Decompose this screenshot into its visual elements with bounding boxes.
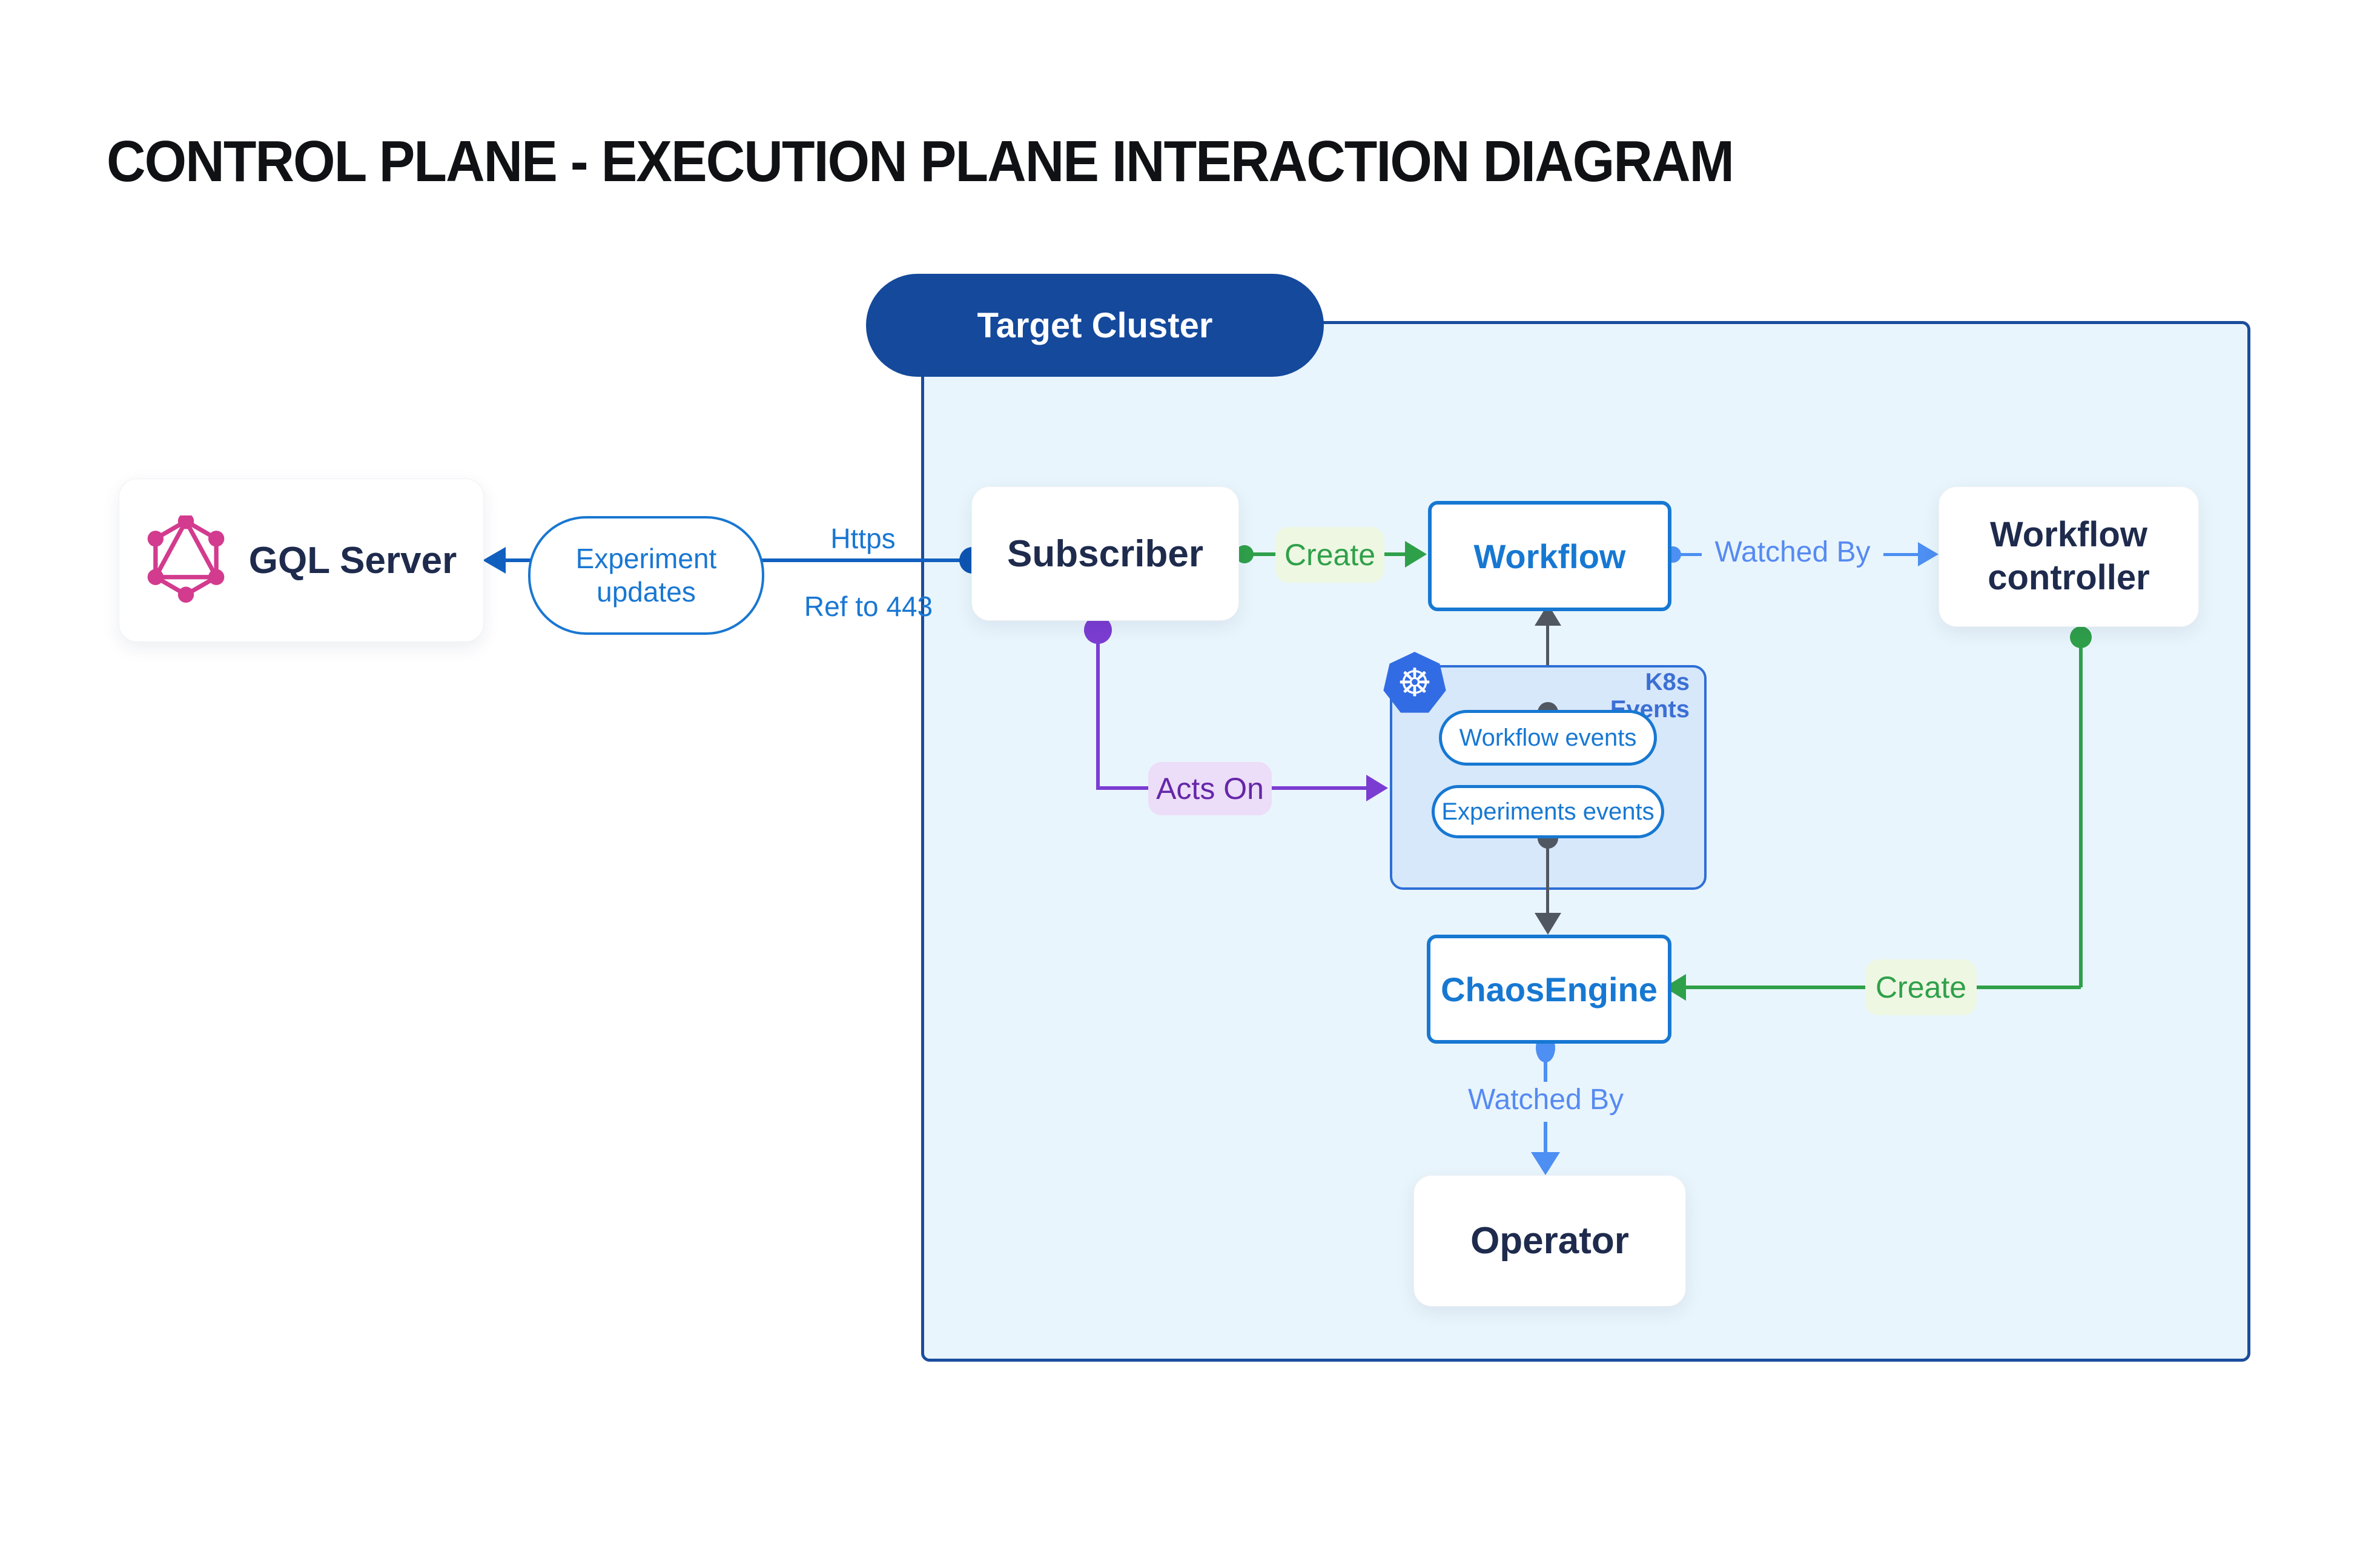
edge-label-create-chaosengine: Create: [1865, 959, 1977, 1015]
dot-controller-edge: [2070, 626, 2092, 648]
target-cluster-pill: Target Cluster: [866, 274, 1324, 377]
edge-k8s-chaos-line: [1546, 838, 1549, 915]
edge-label-ref-443: Ref to 443: [804, 591, 933, 622]
node-workflow-controller: Workflow controller: [1939, 486, 2199, 627]
edge-label-watched-by-workflow: Watched By: [1702, 535, 1883, 569]
node-gql-server: GQL Server: [119, 479, 484, 642]
kubernetes-icon: ☸: [1383, 652, 1446, 713]
arrowhead-to-gql: [483, 547, 506, 574]
subscriber-label: Subscriber: [1007, 532, 1203, 575]
node-subscriber: Subscriber: [971, 486, 1239, 621]
edge-create-chaos-vline: [2079, 630, 2083, 987]
acts-on-text: Acts On: [1156, 772, 1264, 806]
kubernetes-wheel-glyph: ☸: [1397, 661, 1432, 706]
edge-label-experiment-updates: Experiment updates: [528, 516, 764, 635]
create-workflow-text: Create: [1284, 538, 1376, 572]
node-operator: Operator: [1413, 1175, 1686, 1307]
workflow-controller-label: Workflow controller: [1988, 515, 2150, 597]
node-chaos-engine: ChaosEngine: [1427, 935, 1671, 1044]
page-title: CONTROL PLANE - EXECUTION PLANE INTERACT…: [107, 129, 1734, 194]
edge-watched-by-bottom-line1: [1544, 1054, 1547, 1082]
edge-label-acts-on: Acts On: [1148, 762, 1272, 815]
chaos-engine-label: ChaosEngine: [1441, 970, 1658, 1009]
pill-workflow-events: Workflow events: [1439, 710, 1657, 766]
arrowhead-to-controller: [1918, 542, 1939, 566]
graphql-icon: [146, 513, 226, 605]
edge-label-watched-by-operator: Watched By: [1468, 1084, 1624, 1116]
arrowhead-to-operator: [1531, 1152, 1560, 1175]
pill-experiments-events: Experiments events: [1432, 785, 1664, 838]
experiments-events-text: Experiments events: [1441, 798, 1654, 825]
arrowhead-to-chaos-top: [1535, 913, 1561, 935]
arrowhead-to-k8s-events: [1366, 775, 1388, 801]
arrowhead-to-workflow: [1405, 541, 1427, 568]
gql-server-label: GQL Server: [248, 539, 457, 581]
edge-label-create-workflow: Create: [1275, 527, 1384, 583]
edge-label-https: Https: [830, 523, 896, 554]
edge-acts-on-vline: [1096, 630, 1100, 790]
experiment-updates-text: Experiment updates: [575, 542, 717, 608]
node-workflow: Workflow: [1428, 501, 1671, 611]
operator-label: Operator: [1470, 1220, 1629, 1262]
workflow-label: Workflow: [1473, 537, 1626, 575]
workflow-events-text: Workflow events: [1459, 724, 1637, 751]
edge-watched-by-bottom-line2: [1544, 1122, 1547, 1155]
target-cluster-label: Target Cluster: [977, 305, 1213, 345]
create-chaosengine-text: Create: [1875, 970, 1967, 1004]
